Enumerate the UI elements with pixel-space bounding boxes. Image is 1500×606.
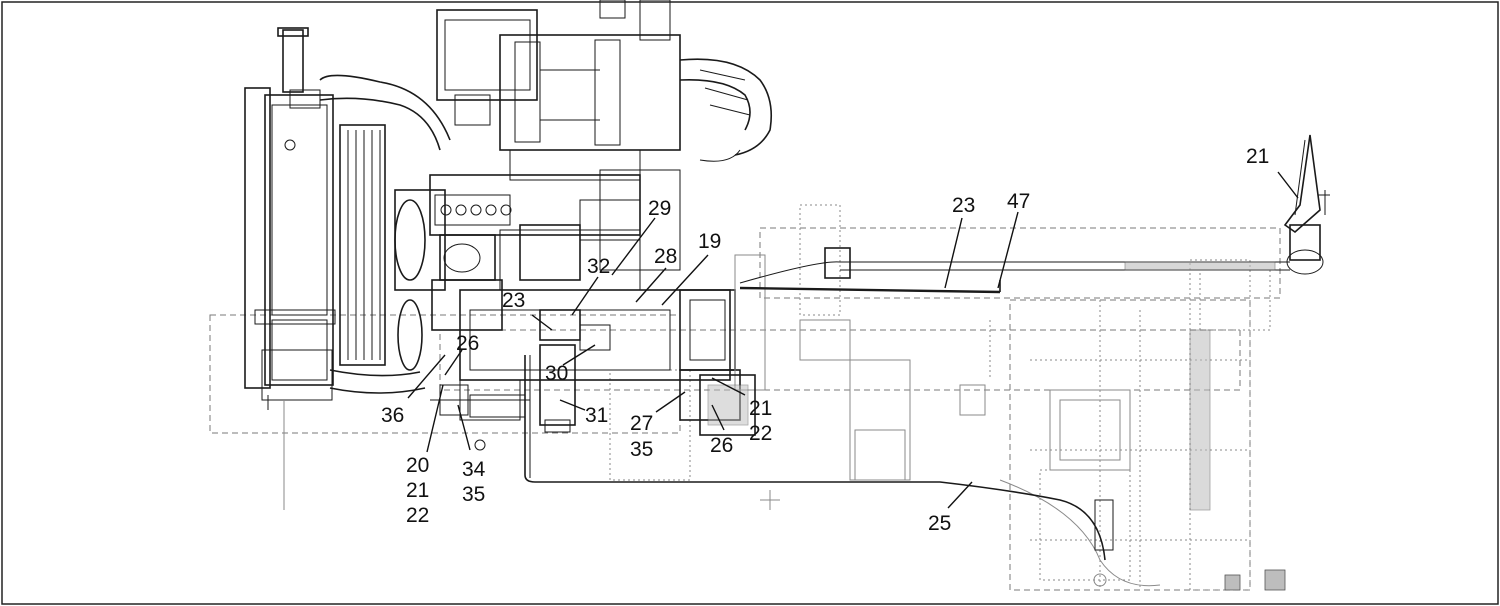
callout-35-rear: 35 [630,438,653,461]
callout-35-front: 35 [462,483,485,506]
callout-30: 30 [545,362,568,385]
callout-25: 25 [928,512,951,535]
callout-22-front: 22 [406,504,429,527]
callout-24: 21 [1246,145,1269,168]
lower-cable [524,355,1114,561]
chassis-frame [209,204,1286,591]
callout-labels: 21 23 47 29 19 28 32 23 26 30 31 36 21 2… [381,145,1269,535]
callout-23-engine: 23 [502,289,525,312]
leader-lines [407,171,1299,509]
callout-19: 19 [698,230,721,253]
transmission-housing [699,254,766,436]
engine-block [394,169,741,451]
callout-28: 28 [654,245,677,268]
callout-26-rear: 26 [710,434,733,457]
throttle-rod [739,247,1290,294]
callout-23-rod: 23 [952,194,975,217]
callout-32: 32 [587,255,610,278]
callout-20: 20 [406,454,429,477]
air-cleaner [436,0,773,181]
radiator [244,27,336,510]
callout-34: 34 [462,458,486,481]
callout-21-rear: 21 [749,397,772,420]
fan-shroud [319,74,451,394]
callout-29: 29 [648,197,671,220]
accelerator-pedal [1283,134,1330,275]
callout-47: 47 [1007,190,1030,213]
callout-22-rear: 22 [749,422,772,445]
callout-27: 27 [630,412,653,435]
callout-21-front: 21 [406,479,429,502]
callout-36: 36 [381,404,404,427]
callout-31: 31 [585,404,608,427]
callout-26-front: 26 [456,332,479,355]
